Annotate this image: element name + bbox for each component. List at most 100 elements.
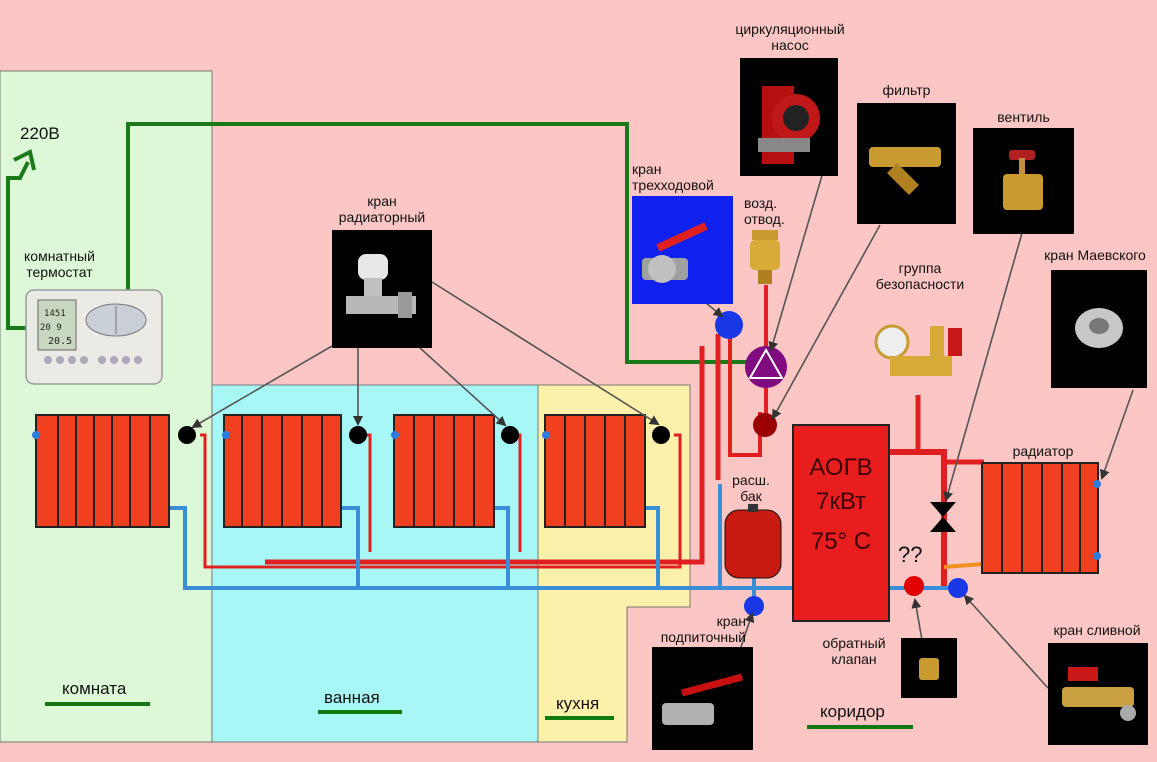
inlet-dot	[222, 431, 230, 439]
air-vent-icon	[750, 230, 780, 284]
air-vent-label: возд. отвод.	[744, 195, 785, 227]
pointer-arrows	[191, 171, 1134, 689]
control-wire	[126, 122, 770, 364]
expansion-tank-label-line1: расш.	[732, 472, 770, 488]
pump-icon	[745, 346, 787, 388]
drain-valve-icon	[1062, 667, 1136, 721]
three-way-valve-label: кран трехходовой	[632, 161, 714, 193]
radiator-valve-label-line1: кран	[367, 193, 397, 209]
thermostat-label-line1: комнатный	[24, 248, 95, 264]
drain-valve	[948, 578, 968, 598]
expansion-tank-label: расш. бак	[728, 472, 774, 504]
pump-label: циркуляционный насос	[722, 21, 858, 53]
air-vent-label-line2: отвод.	[744, 211, 785, 228]
expansion-tank-label-line2: бак	[740, 488, 762, 505]
check-valve	[904, 576, 924, 596]
inlet-dot	[542, 431, 550, 439]
drain-valve-label: кран сливной	[1053, 622, 1141, 638]
radiator-bath-2	[393, 414, 495, 528]
thermostat-display-line2: 20 9	[40, 323, 62, 333]
three-way-valve-label-line2: трехходовой	[632, 177, 714, 194]
radiator-valve-3	[501, 426, 519, 444]
check-valve-label-line2: клапан	[831, 651, 877, 668]
radiator-valve-icon	[346, 254, 416, 318]
three-way-valve-icon	[642, 222, 708, 283]
check-valve-label-line1: обратный	[822, 635, 886, 651]
pump-label-line2: насос	[771, 37, 809, 54]
power-arrow-icon	[13, 149, 36, 171]
pump-photo-icon	[758, 86, 820, 164]
unknown-label: ??	[898, 542, 923, 567]
inlet-dot	[391, 431, 399, 439]
mayevsky-dot	[1093, 480, 1101, 488]
radiator-valve-2	[349, 426, 367, 444]
safety-group-label-line1: группа	[898, 260, 942, 276]
room-name-bath: ванная	[324, 688, 380, 707]
boiler-power: 7кВт	[815, 488, 867, 515]
three-way-valve-label-line1: кран	[632, 161, 662, 177]
mayevsky-dot	[1093, 552, 1101, 560]
thermostat-device: 1451 20 9 20.5	[25, 289, 163, 385]
fill-valve-label: кран подпиточный	[636, 613, 746, 645]
thermostat-display-line3: 20.5	[48, 336, 72, 347]
pump-triangle	[748, 347, 784, 379]
expansion-tank	[724, 504, 782, 579]
fill-valve-photo	[652, 647, 753, 750]
drain-valve-photo	[1048, 643, 1148, 745]
thermostat-label-line2: термостат	[26, 264, 93, 281]
check-valve-label: обратный клапан	[818, 635, 890, 667]
boiler-temp: 75° С	[810, 528, 872, 555]
radiator-corridor	[981, 462, 1099, 574]
mayevsky-icon	[1075, 308, 1123, 348]
mayevsky-label: кран Маевского	[1044, 247, 1146, 263]
safety-group-icon	[874, 324, 962, 376]
room-name-room: комната	[62, 679, 127, 698]
air-vent-label-line1: возд.	[744, 195, 778, 211]
three-way-valve	[715, 311, 743, 339]
filter-valve	[753, 413, 777, 437]
gate-valve-photo-icon	[1003, 150, 1043, 210]
boiler	[792, 424, 890, 622]
orange-pipe	[943, 562, 985, 569]
radiator-valve-1	[178, 426, 196, 444]
radiator-bath-1	[223, 414, 342, 528]
power-wire	[6, 161, 30, 330]
safety-group-label: группа безопасности	[860, 260, 980, 292]
fill-valve	[744, 596, 764, 616]
safety-group-photo	[870, 316, 970, 396]
thermostat-label: комнатный термостат	[24, 248, 95, 280]
filter-icon	[869, 147, 941, 195]
pump-label-line1: циркуляционный	[735, 21, 845, 37]
pump-photo	[740, 58, 838, 176]
room-name-kitchen: кухня	[556, 694, 600, 713]
radiator-valve-label-line2: радиаторный	[338, 209, 426, 226]
filter-photo	[857, 103, 956, 224]
gate-valve-photo	[973, 128, 1074, 234]
boiler-name: АОГВ	[809, 454, 873, 481]
radiator-valve-photo	[332, 230, 432, 348]
safety-group-label-line2: безопасности	[875, 276, 965, 293]
radiator-valve-4	[652, 426, 670, 444]
air-vent-photo	[744, 226, 786, 286]
zone-room	[0, 70, 213, 743]
check-valve-icon	[919, 658, 939, 680]
fill-valve-label-line2: подпиточный	[660, 629, 746, 646]
gate-valve-label: вентиль	[997, 109, 1050, 125]
radiator-valve-label: кран радиаторный	[330, 193, 434, 225]
inlet-dot	[32, 431, 40, 439]
fill-valve-label-line1: кран	[716, 613, 746, 629]
radiator-kitchen	[544, 414, 646, 528]
thermostat-display-line1: 1451	[44, 309, 66, 319]
radiator-label: радиатор	[1012, 443, 1074, 459]
filter-label: фильтр	[882, 82, 931, 98]
voltage-label: 220В	[20, 124, 60, 143]
gate-valve-icon	[930, 502, 956, 532]
radiator-room	[35, 414, 170, 528]
room-name-corridor: коридор	[820, 702, 885, 721]
mayevsky-photo	[1051, 270, 1147, 388]
three-way-valve-photo	[632, 196, 733, 304]
check-valve-photo	[901, 638, 957, 698]
fill-valve-icon	[662, 673, 743, 725]
